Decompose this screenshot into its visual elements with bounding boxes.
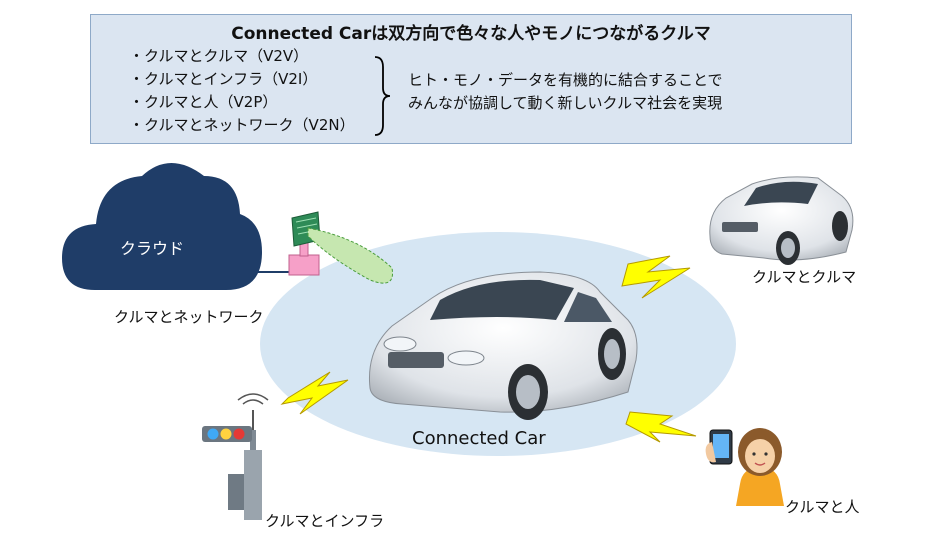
person-label: クルマと人 [785,498,860,516]
radio-beam [307,227,394,284]
summary-line-1: ヒト・モノ・データを有機的に結合することで [408,71,723,89]
traffic-light-icon [202,393,269,520]
network-label: クルマとネットワーク [114,308,264,326]
header-title: Connected Carは双方向で色々な人やモノにつながるクルマ [231,24,711,44]
cloud-icon [62,163,262,290]
bullet-v2p: ・クルマと人（V2P） [129,93,278,111]
connected-car-icon [368,271,638,420]
lightning-icon-v2i [280,371,349,415]
summary-line-2: みんなが協調して動く新しいクルマ社会を実現 [408,94,723,112]
person-icon [736,428,784,506]
cloud-label: クラウド [120,239,185,258]
v2v-label: クルマとクルマ [752,268,857,286]
antenna-icon [288,211,321,276]
bullet-v2v: ・クルマとクルマ（V2V） [129,47,309,65]
other-car-icon [709,176,854,265]
brace-icon [374,56,391,136]
header-box: Connected Carは双方向で色々な人やモノにつながるクルマ ・クルマとク… [90,14,852,144]
smartphone-icon [705,429,733,465]
infra-label: クルマとインフラ [265,512,385,530]
bullet-v2i: ・クルマとインフラ（V2I） [129,70,318,88]
bullet-v2n: ・クルマとネットワーク（V2N） [129,116,355,134]
connected-car-label: Connected Car [412,428,546,449]
lightning-icon-v2v [621,255,691,299]
lightning-icon-v2p [625,411,697,443]
